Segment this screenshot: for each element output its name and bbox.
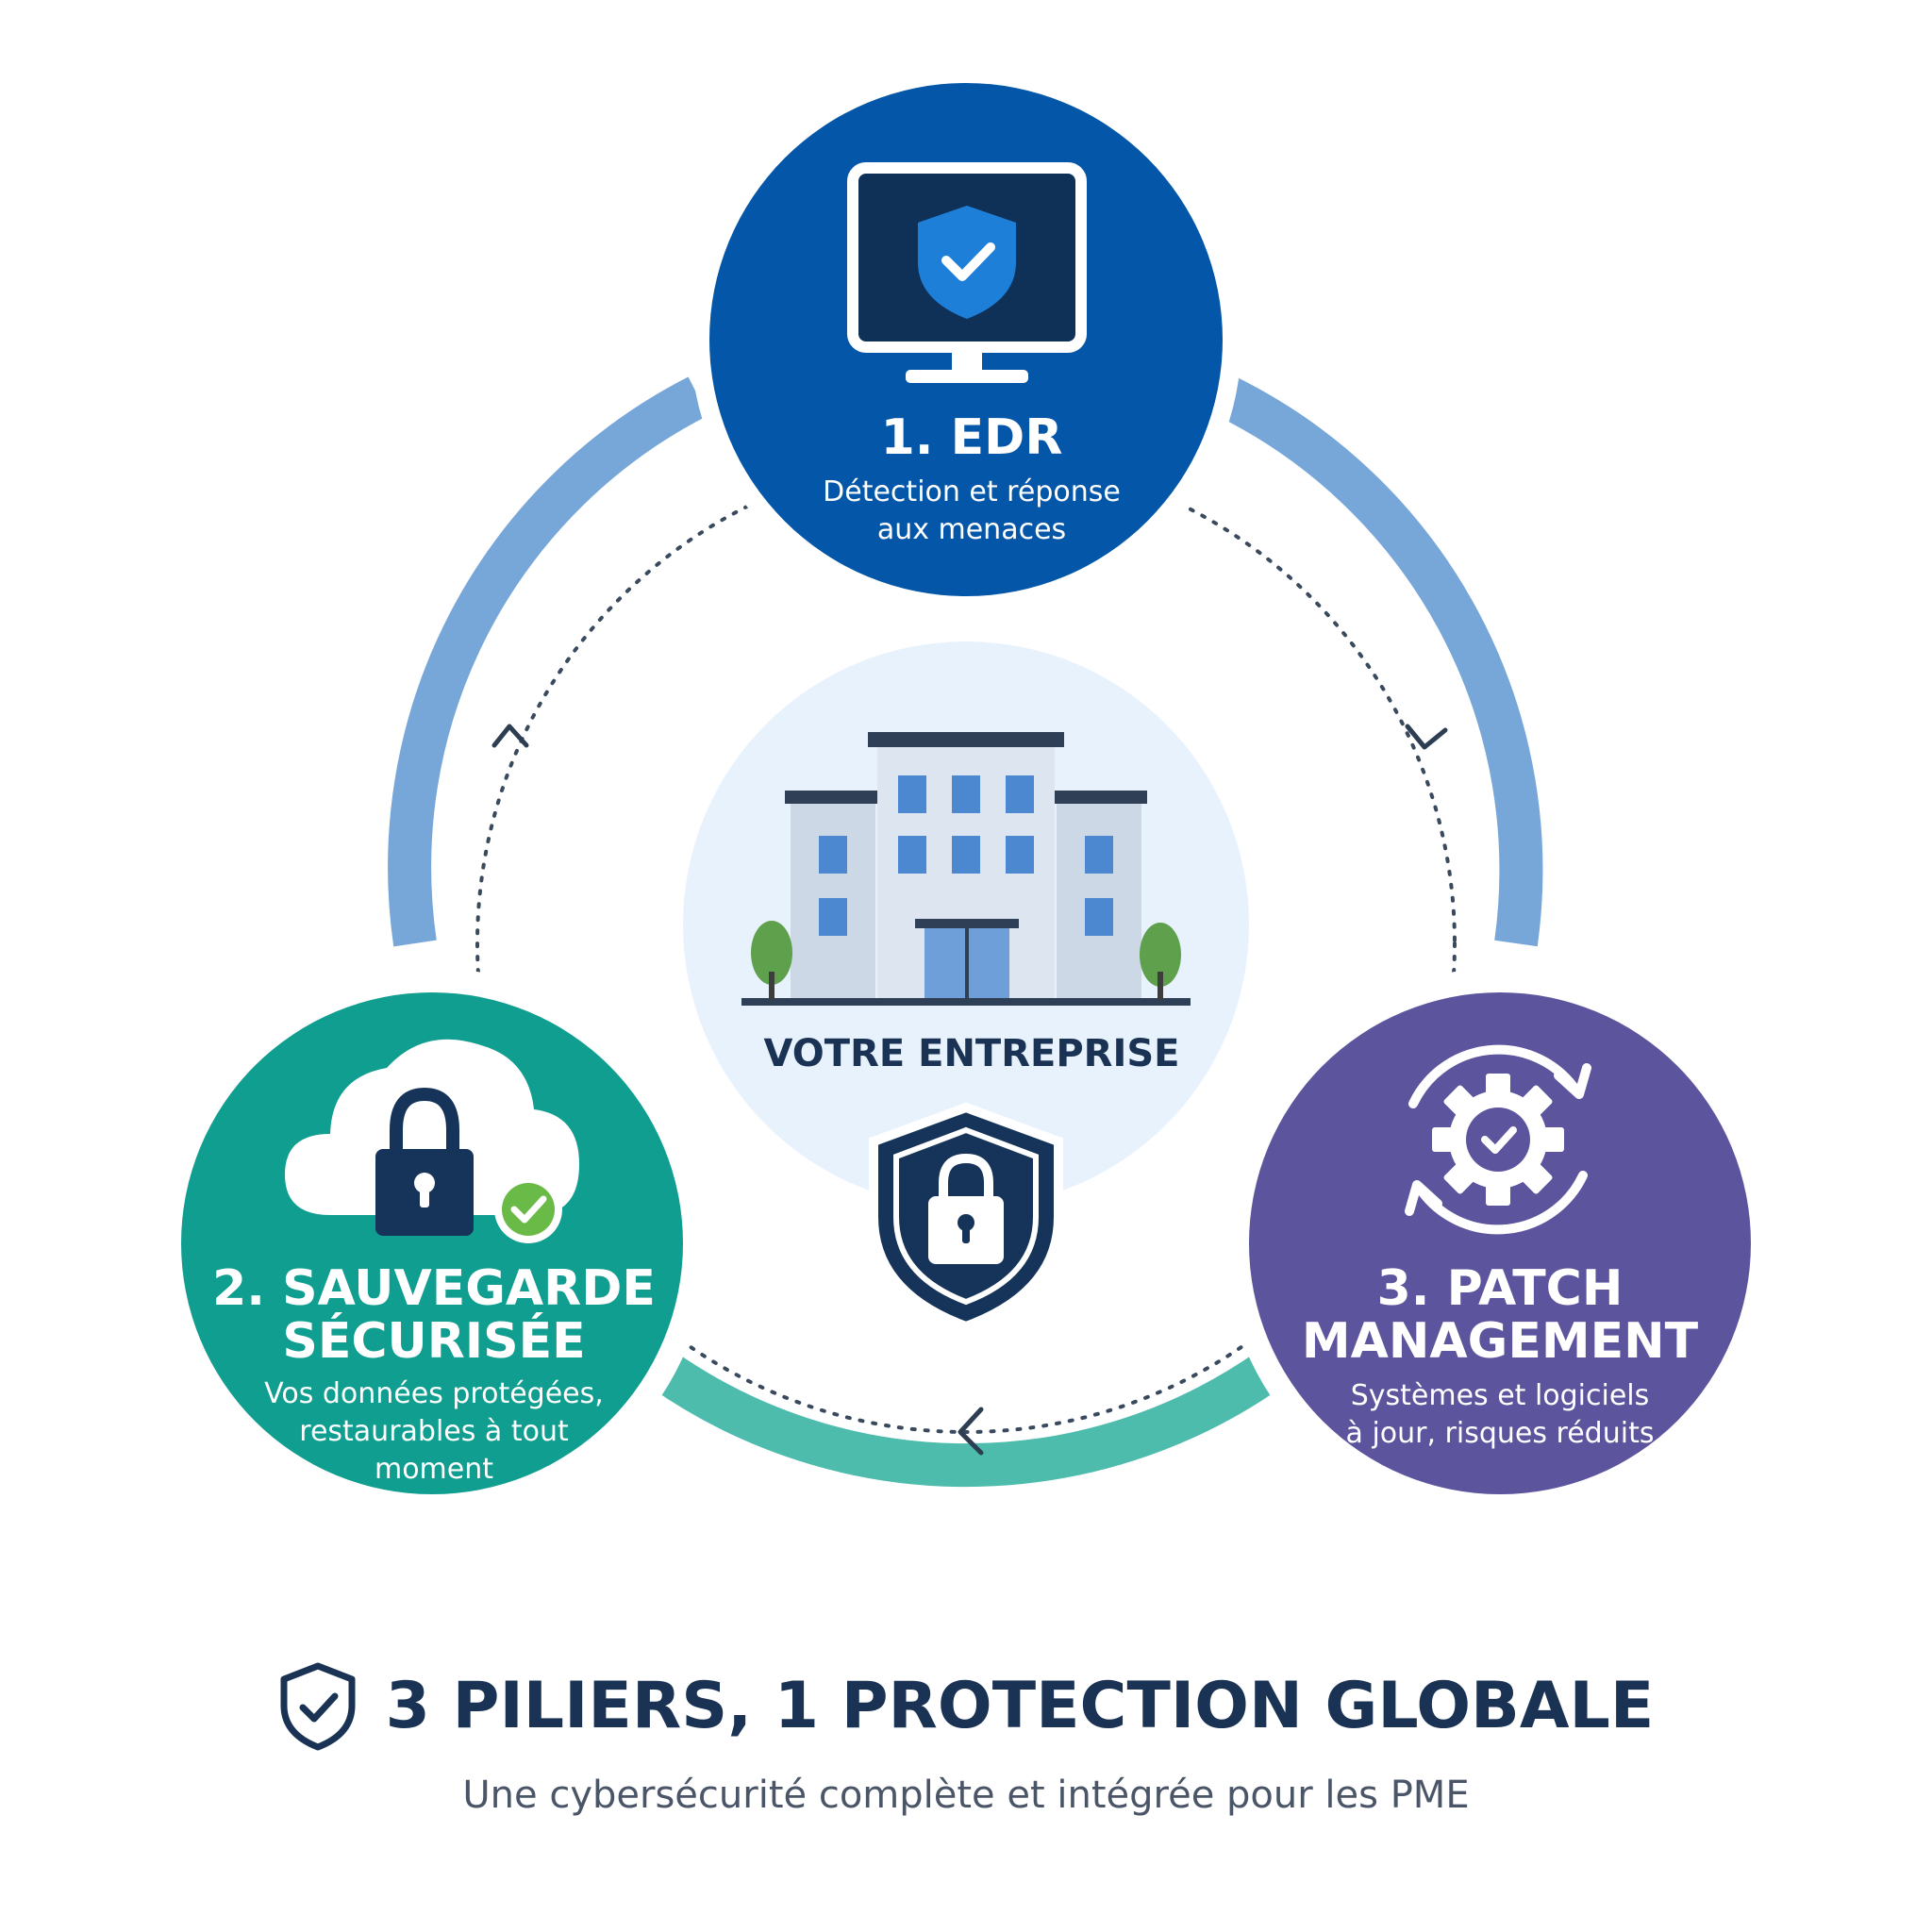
patch-title: 3. PATCH MANAGEMENT bbox=[1274, 1262, 1726, 1368]
gear-refresh-icon bbox=[1405, 1044, 1591, 1235]
patch-title-line2: MANAGEMENT bbox=[1301, 1313, 1699, 1370]
ring-arc-backup-edr bbox=[388, 376, 708, 947]
edr-desc-line1: Détection et réponse bbox=[823, 475, 1121, 508]
backup-title: 2. SAUVEGARDE SÉCURISÉE bbox=[208, 1262, 660, 1368]
patch-node bbox=[1249, 992, 1751, 1494]
flow-arrow-bottom bbox=[958, 1407, 984, 1456]
ring-arc-edr-patch bbox=[1216, 376, 1543, 947]
center-label: VOTRE ENTREPRISE bbox=[763, 1032, 1180, 1075]
flow-arrow-left bbox=[491, 724, 529, 748]
edr-desc-line2: aux menaces bbox=[876, 513, 1067, 546]
edr-description: Détection et réponse aux menaces bbox=[764, 474, 1179, 549]
shield-check-icon bbox=[280, 1662, 356, 1751]
patch-title-line1: 3. PATCH bbox=[1376, 1260, 1624, 1317]
footer-title: 3 PILIERS, 1 PROTECTION GLOBALE bbox=[0, 1660, 1932, 1751]
backup-text: 2. SAUVEGARDE SÉCURISÉE Vos données prot… bbox=[208, 1262, 660, 1489]
monitor-shield-icon bbox=[847, 162, 1087, 383]
edr-title: 1. EDR bbox=[880, 409, 1063, 466]
patch-desc-line2: à jour, risques réduits bbox=[1345, 1417, 1655, 1450]
backup-title-line2: SÉCURISÉE bbox=[282, 1313, 586, 1370]
footer-title-text: 3 PILIERS, 1 PROTECTION GLOBALE bbox=[385, 1668, 1655, 1743]
patch-text: 3. PATCH MANAGEMENT Systèmes et logiciel… bbox=[1274, 1262, 1726, 1453]
backup-desc-line3: moment bbox=[374, 1453, 494, 1486]
flow-arrow-right bbox=[1405, 724, 1448, 750]
backup-desc-line2: restaurables à tout bbox=[299, 1415, 569, 1448]
backup-desc-line1: Vos données protégées, bbox=[264, 1377, 604, 1410]
ring-arc-patch-backup bbox=[650, 1352, 1282, 1488]
cloud-lock-icon bbox=[285, 1039, 579, 1243]
backup-description: Vos données protégées, restaurables à to… bbox=[208, 1375, 660, 1489]
patch-description: Systèmes et logiciels à jour, risques ré… bbox=[1274, 1377, 1726, 1453]
patch-desc-line1: Systèmes et logiciels bbox=[1350, 1379, 1650, 1412]
shield-lock-icon bbox=[869, 1102, 1063, 1332]
backup-title-line1: 2. SAUVEGARDE bbox=[212, 1260, 656, 1317]
edr-text: 1. EDR Détection et réponse aux menaces bbox=[764, 411, 1179, 549]
building-icon bbox=[741, 732, 1191, 1006]
footer-subtitle: Une cybersécurité complète et intégrée p… bbox=[462, 1774, 1470, 1817]
